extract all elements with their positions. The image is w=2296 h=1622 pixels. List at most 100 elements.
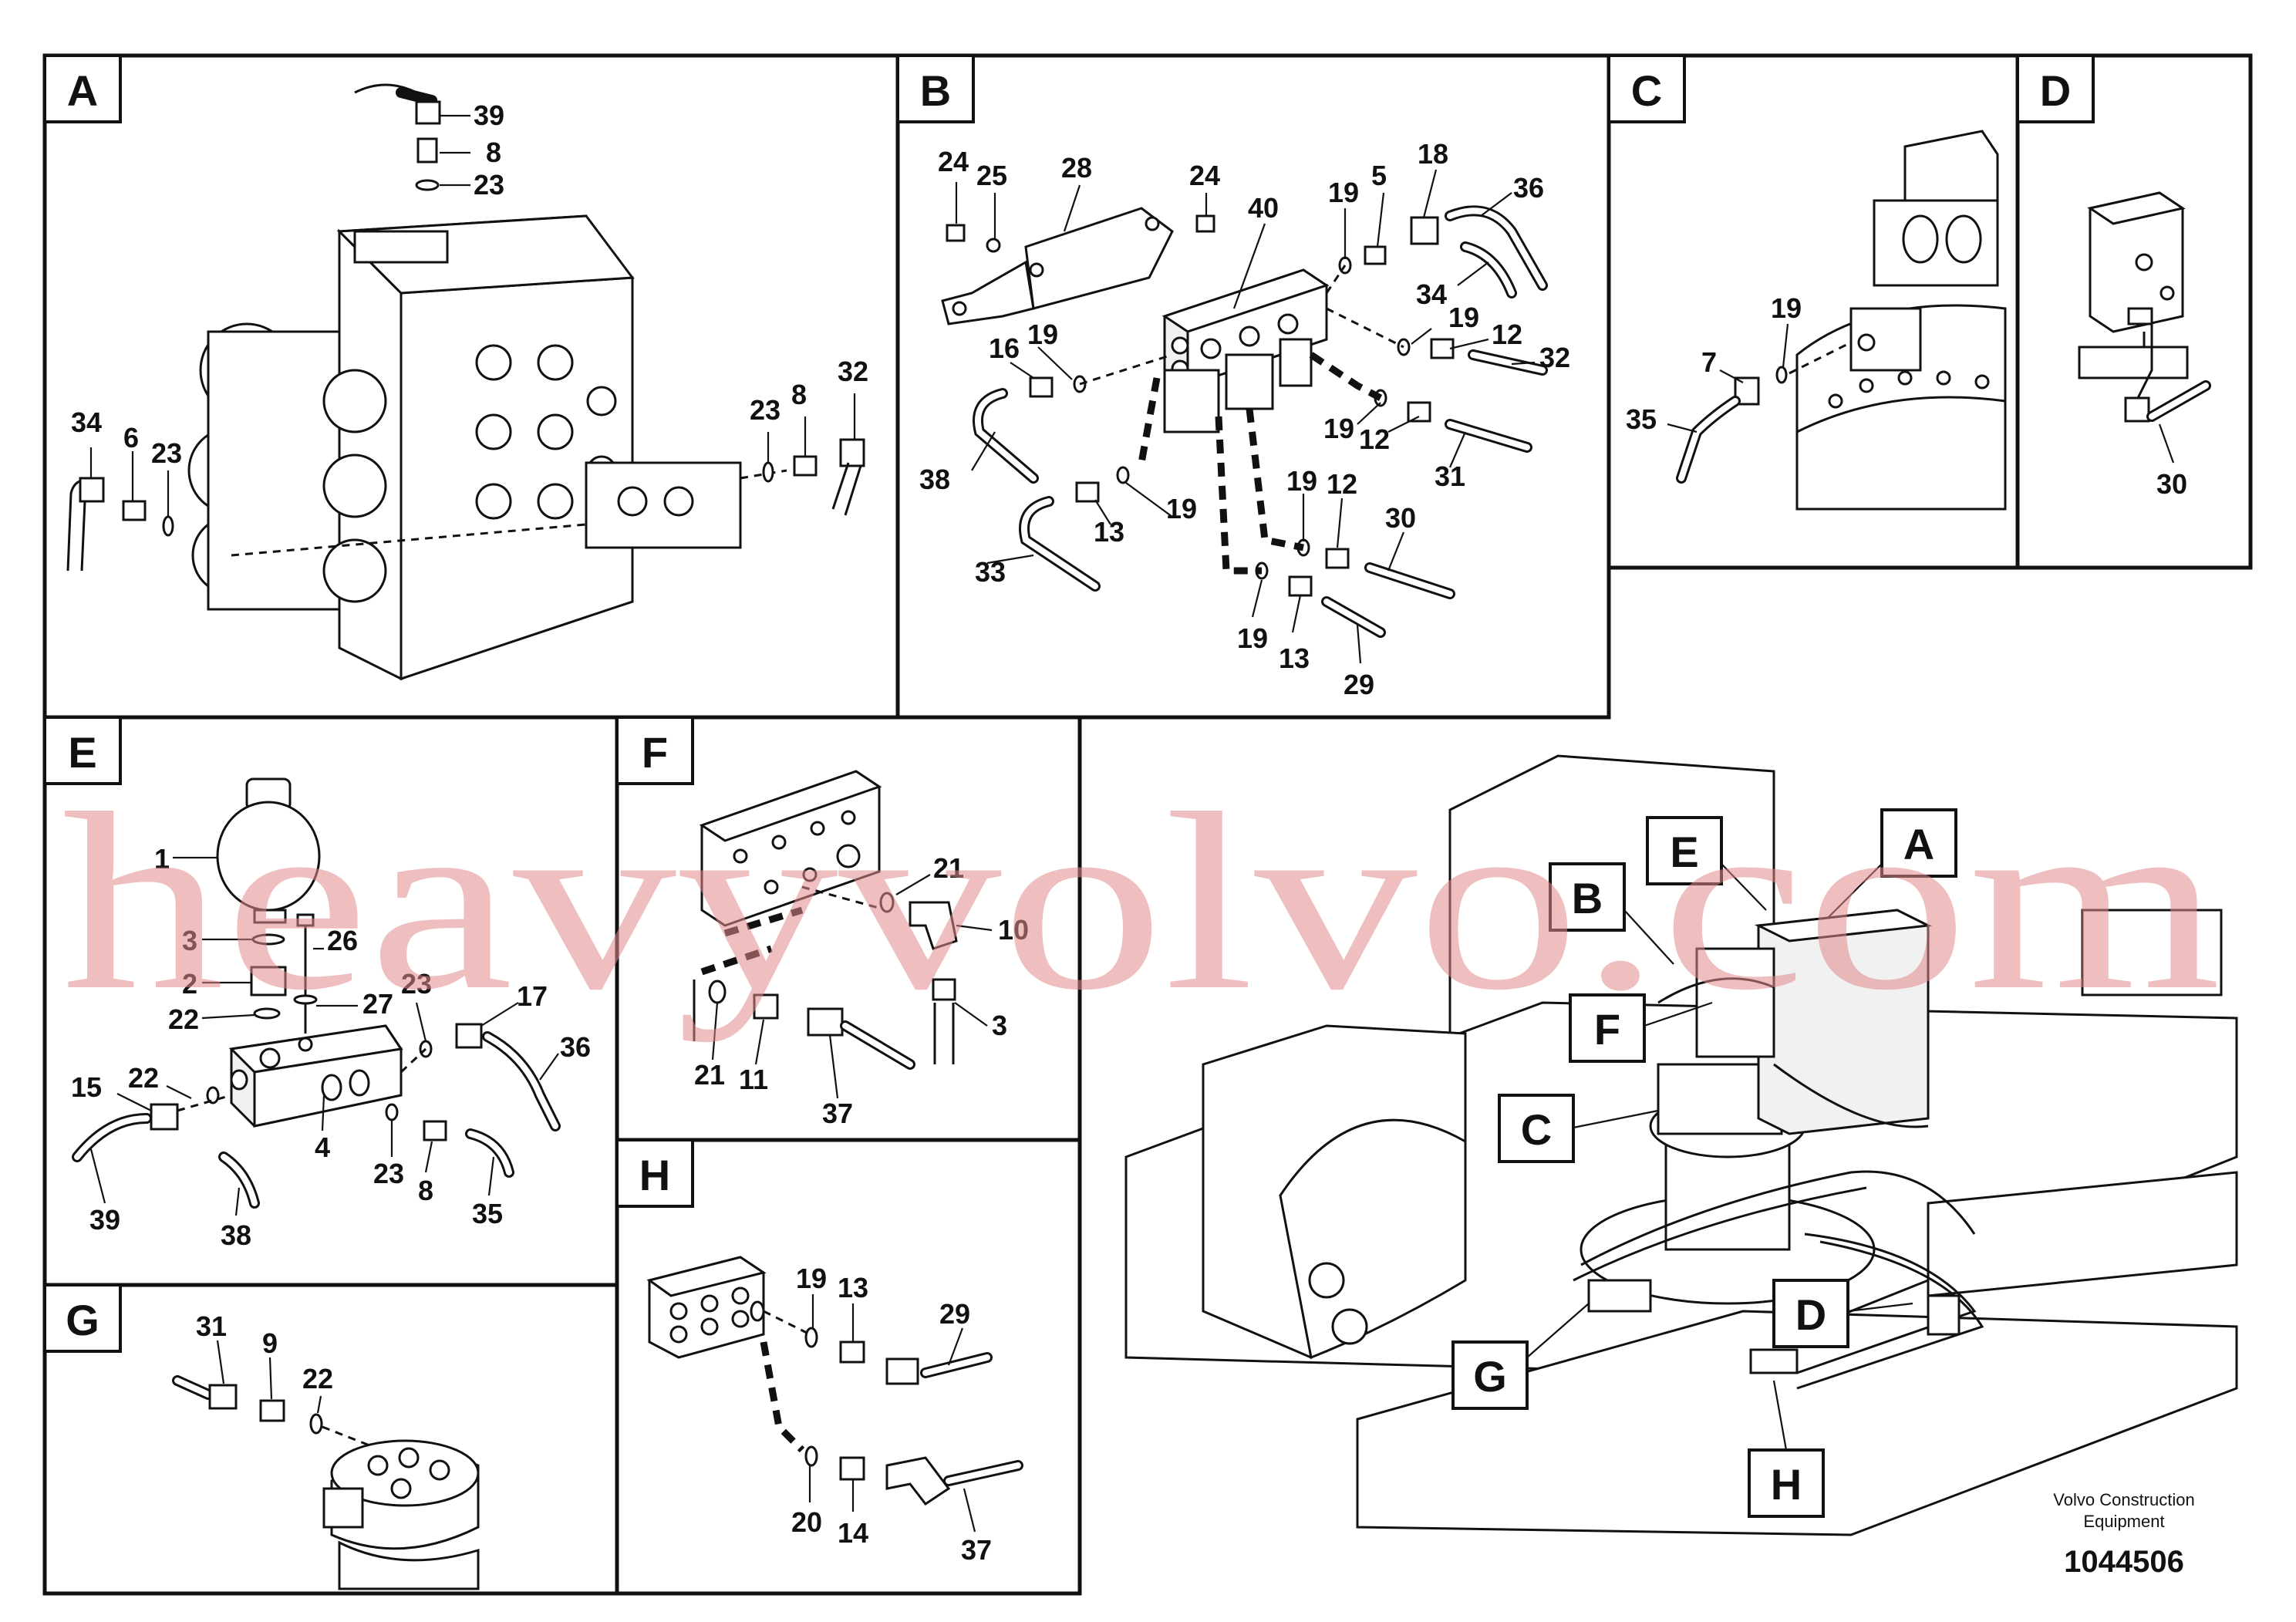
callout-b-36: 36 (1513, 172, 1544, 204)
b-fittings (946, 205, 1548, 638)
callout-e-36: 36 (560, 1031, 591, 1063)
callout-a-32: 32 (838, 356, 868, 387)
callout-h-37: 37 (961, 1534, 992, 1566)
callout-a-23b: 23 (151, 437, 182, 469)
callout-e-23b: 23 (373, 1158, 404, 1189)
callout-b-12a: 12 (1492, 319, 1522, 350)
callout-g-9: 9 (262, 1327, 278, 1359)
callout-b-19b: 19 (1448, 302, 1479, 333)
callout-h-14: 14 (838, 1517, 868, 1549)
callout-c-7: 7 (1701, 346, 1717, 378)
callout-e-15: 15 (71, 1071, 102, 1103)
panel-b: B (895, 53, 1611, 720)
overview-tag-c: C (1521, 1105, 1552, 1154)
callout-c-35: 35 (1626, 403, 1657, 435)
control-valve-illustration (187, 214, 787, 681)
panel-c: C 19 7 35 (1607, 53, 2020, 570)
callout-f-10: 10 (998, 914, 1029, 946)
callout-h-29: 29 (939, 1298, 970, 1330)
callout-h-19: 19 (796, 1263, 827, 1294)
overview-tag-g: G (1473, 1352, 1507, 1401)
callout-b-19f: 19 (1286, 465, 1317, 497)
callout-g-31: 31 (196, 1310, 227, 1342)
panel-c-letter: C (1631, 66, 1662, 115)
callout-b-16: 16 (989, 332, 1020, 364)
callout-b-38: 38 (919, 464, 950, 495)
callout-b-34: 34 (1416, 278, 1447, 310)
overview-tags: A B C D E F G H (1451, 808, 1957, 1518)
callout-d-30: 30 (2156, 468, 2187, 500)
brand-line-2: Equipment (2083, 1512, 2164, 1531)
callout-b-13b: 13 (1279, 642, 1310, 674)
overview-tag-b: B (1572, 874, 1603, 922)
callout-e-8: 8 (418, 1175, 433, 1206)
callout-e-3: 3 (182, 925, 197, 956)
callout-e-1: 1 (154, 843, 170, 875)
overview-tag-f: F (1594, 1005, 1620, 1054)
callout-b-30: 30 (1385, 502, 1416, 534)
callout-b-24b: 24 (1189, 160, 1220, 191)
overview-tag-h: H (1771, 1460, 1802, 1509)
callout-f-21a: 21 (933, 852, 964, 884)
callout-e-23a: 23 (401, 968, 432, 1000)
callout-e-22b: 22 (128, 1062, 159, 1094)
panel-a-letter: A (67, 66, 98, 115)
callout-a-39: 39 (474, 99, 504, 131)
panel-e: E (42, 715, 619, 1287)
callout-h-13: 13 (838, 1272, 868, 1303)
callout-a-8b: 8 (791, 379, 807, 410)
watermark-text: heavyvolvo.com (62, 761, 2221, 1043)
callout-b-40: 40 (1248, 192, 1279, 224)
callout-b-33: 33 (975, 556, 1006, 588)
callout-b-19g: 19 (1237, 622, 1268, 654)
panel-f: F 21 10 3 21 11 37 (615, 715, 1082, 1142)
brand-line-1: Volvo Construction (2053, 1490, 2194, 1509)
callout-b-32: 32 (1539, 342, 1570, 373)
callout-e-2: 2 (182, 968, 197, 1000)
overview-tag-d: D (1795, 1290, 1826, 1339)
callout-h-20: 20 (791, 1506, 822, 1538)
callout-c-19: 19 (1771, 292, 1802, 324)
drawing-number: 1044506 (2064, 1545, 2184, 1579)
callout-f-37: 37 (822, 1098, 853, 1129)
callout-e-17: 17 (517, 980, 548, 1012)
callout-b-31: 31 (1435, 460, 1465, 492)
callout-b-18: 18 (1418, 138, 1448, 170)
panel-d: D 30 (2015, 53, 2253, 570)
callout-a-34: 34 (71, 406, 102, 438)
callout-a-23c: 23 (750, 394, 781, 426)
callout-e-38: 38 (221, 1219, 251, 1251)
callout-a-8: 8 (486, 137, 501, 168)
callout-f-3: 3 (992, 1010, 1007, 1041)
callout-b-5: 5 (1371, 160, 1387, 191)
callout-b-29: 29 (1344, 669, 1374, 700)
callout-e-39: 39 (89, 1204, 120, 1236)
callout-e-22a: 22 (168, 1003, 199, 1035)
overview-tag-e: E (1670, 828, 1698, 876)
callout-a-23: 23 (474, 169, 504, 201)
callout-a-6: 6 (123, 422, 139, 454)
callout-f-11: 11 (739, 1064, 768, 1095)
panel-h-letter: H (639, 1151, 670, 1199)
callout-b-19c: 19 (1027, 319, 1058, 350)
callout-e-27: 27 (362, 988, 393, 1020)
panel-g: G 31 9 22 (42, 1283, 619, 1596)
panel-h: H 19 13 29 20 14 37 (615, 1138, 1082, 1596)
overview-tag-a: A (1903, 820, 1934, 868)
callout-b-24: 24 (938, 146, 969, 177)
callout-f-21b: 21 (694, 1059, 725, 1091)
panel-f-letter: F (642, 728, 668, 777)
callout-b-28: 28 (1061, 152, 1092, 184)
callout-b-19d: 19 (1323, 413, 1354, 444)
panel-b-letter: B (920, 66, 951, 115)
callout-b-12b: 12 (1359, 423, 1390, 455)
machine-overview: A B C D E F G H (1124, 754, 2238, 1536)
callout-e-26: 26 (327, 925, 358, 956)
callout-b-25: 25 (976, 160, 1007, 191)
callout-e-35: 35 (472, 1198, 503, 1229)
callout-g-22: 22 (302, 1363, 333, 1394)
panel-e-letter: E (68, 728, 96, 777)
panel-g-letter: G (66, 1296, 99, 1344)
callout-b-12c: 12 (1327, 468, 1357, 500)
